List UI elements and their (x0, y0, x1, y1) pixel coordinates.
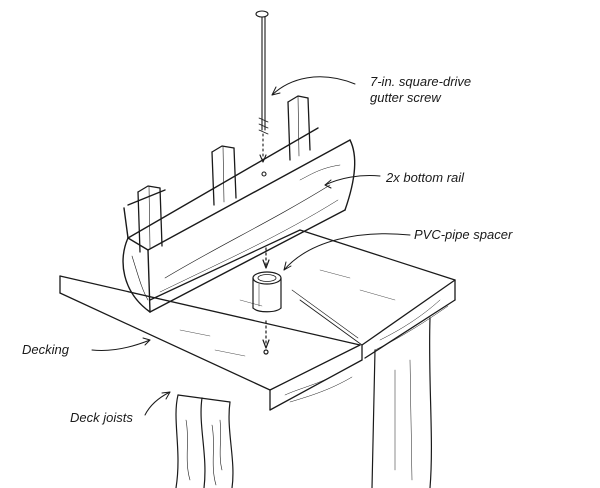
bottom-rail (122, 127, 356, 313)
support-post (371, 317, 432, 488)
balusters (137, 95, 311, 253)
leader-lines (91, 76, 411, 416)
bottom-rail-label: 2x bottom rail (386, 170, 465, 185)
pvc-spacer (252, 247, 282, 355)
joists-label: Deck joists (70, 410, 133, 425)
decking-label: Decking (22, 342, 69, 357)
screw-label-line-1: 7-in. square-drive (370, 74, 472, 89)
gutter-screw (255, 10, 269, 177)
screw-label: 7-in. square-drive gutter screw (370, 74, 471, 106)
decking-boards (59, 229, 456, 411)
spacer-label: PVC-pipe spacer (414, 227, 513, 242)
deck-joists (175, 394, 234, 488)
screw-label-line-2: gutter screw (370, 90, 441, 105)
